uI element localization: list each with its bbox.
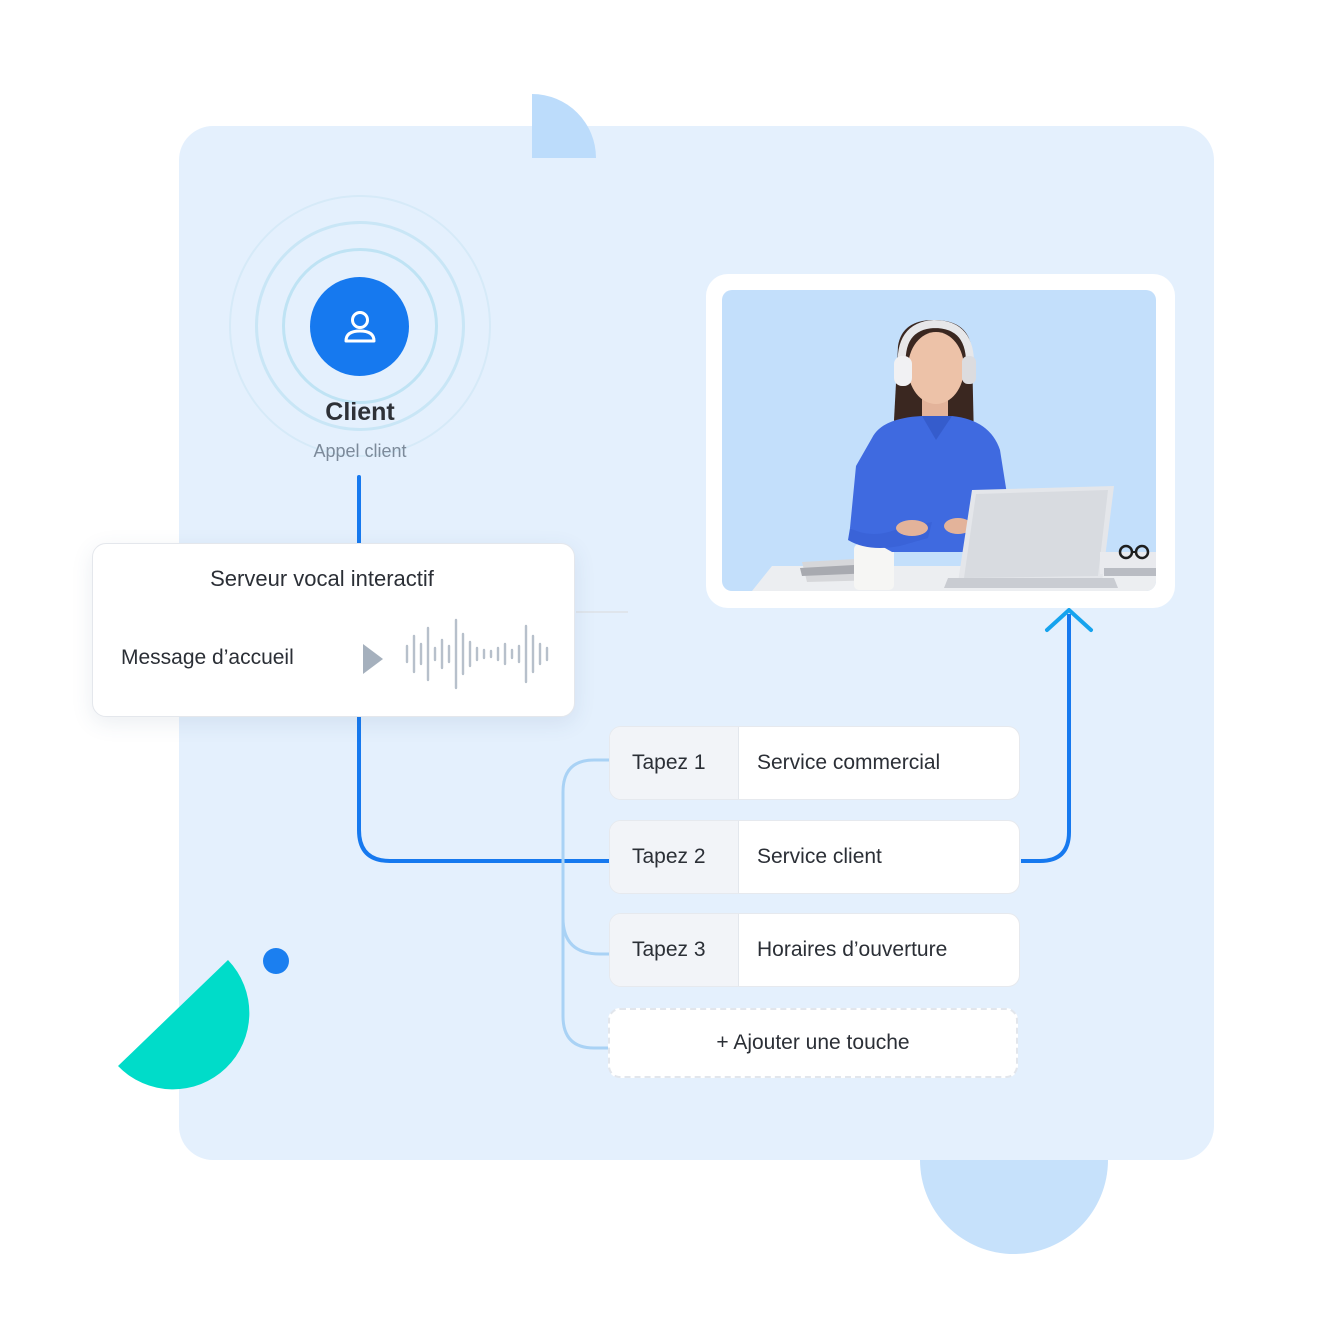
client-subtitle: Appel client	[313, 441, 407, 461]
option-key: Tapez 3	[610, 914, 739, 986]
ivr-title: Serveur vocal interactif	[210, 566, 434, 591]
option-label: Service client	[757, 845, 882, 868]
decorative-half-circle	[920, 1160, 1108, 1254]
option-row-3[interactable]: Tapez 3 Horaires d’ouverture	[609, 913, 1020, 987]
option-label: Service commercial	[757, 751, 941, 774]
signal-ring-outer	[229, 195, 491, 457]
client-avatar[interactable]	[310, 277, 409, 376]
add-key-button[interactable]: + Ajouter une touche	[608, 1008, 1018, 1078]
play-icon[interactable]	[361, 642, 385, 676]
agent-with-headset-photo	[722, 290, 1156, 591]
option-key: Tapez 2	[610, 821, 739, 893]
welcome-message-label: Message d’accueil	[121, 646, 294, 669]
decorative-teal-shape	[118, 960, 250, 1090]
audio-waveform-icon	[405, 618, 549, 690]
agent-photo-frame	[706, 274, 1175, 608]
signal-ring-middle	[255, 221, 465, 431]
option-label: Horaires d’ouverture	[757, 938, 948, 961]
user-icon	[344, 310, 375, 342]
option-row-1[interactable]: Tapez 1 Service commercial	[609, 726, 1020, 800]
option-key: Tapez 1	[610, 727, 739, 799]
decorative-quarter-circle	[532, 94, 596, 158]
signal-ring-inner	[282, 248, 438, 404]
decorative-dot	[263, 948, 289, 974]
ivr-card[interactable]: Serveur vocal interactif Message d’accue…	[92, 543, 575, 717]
client-title: Client	[325, 398, 395, 426]
agent-illustration	[752, 319, 1156, 591]
option-row-2[interactable]: Tapez 2 Service client	[609, 820, 1020, 894]
